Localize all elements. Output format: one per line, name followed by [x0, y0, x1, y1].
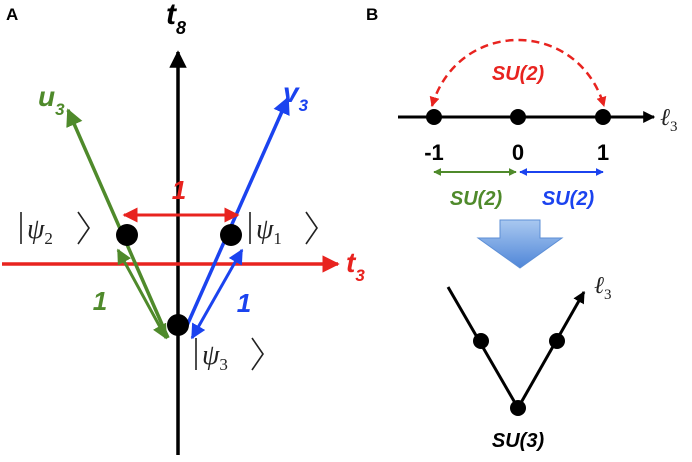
t8-axis-label: t8: [166, 0, 186, 38]
l3-dot-0: [510, 109, 526, 125]
tick-label-1: 1: [597, 140, 609, 165]
tick-label-minus1: -1: [424, 140, 444, 165]
l3-dot-1: [595, 109, 611, 125]
left-su2-label: SU(2): [450, 188, 503, 210]
v-dot-bottom: [510, 400, 526, 416]
psi2-dot: [116, 224, 138, 246]
weight-right-arrow: [190, 248, 244, 340]
weight-left-arrow: [116, 248, 168, 340]
su3-label: SU(3): [492, 430, 545, 452]
tick-label-0: 0: [512, 140, 524, 165]
svg-text:ψ2: ψ2: [27, 214, 53, 248]
psi1-dot: [220, 224, 242, 246]
psi1-label: ψ1: [249, 211, 318, 248]
u3-vector: [66, 108, 170, 339]
v-dot-right: [549, 333, 565, 349]
u3-vector-label: u3: [38, 81, 65, 119]
weight-right-label: 1: [237, 288, 251, 318]
svg-text:ψ3: ψ3: [202, 340, 228, 374]
outer-su2-arc: [429, 38, 607, 107]
t3-axis-label: t3: [346, 247, 365, 285]
l3-dot-minus1: [426, 109, 442, 125]
v-shape-right: [516, 290, 586, 409]
panel-b-label: B: [366, 5, 378, 24]
v3-vector-label: v3: [283, 77, 309, 115]
v-dot-left: [473, 333, 489, 349]
panel-a-label: A: [6, 5, 18, 24]
svg-text:ψ1: ψ1: [256, 214, 282, 248]
weight-left-label: 1: [93, 286, 107, 316]
weight-top-label: 1: [172, 175, 186, 205]
right-su2-label: SU(2): [542, 188, 595, 210]
outer-su2-label: SU(2): [492, 63, 545, 85]
psi3-dot: [167, 314, 189, 336]
psi2-label: ψ2: [20, 211, 90, 248]
l3-axis-label: ℓ3: [660, 105, 678, 135]
down-arrow-icon: [476, 219, 564, 269]
psi3-label: ψ3: [195, 337, 264, 374]
v-axis-label: ℓ3: [594, 273, 612, 303]
